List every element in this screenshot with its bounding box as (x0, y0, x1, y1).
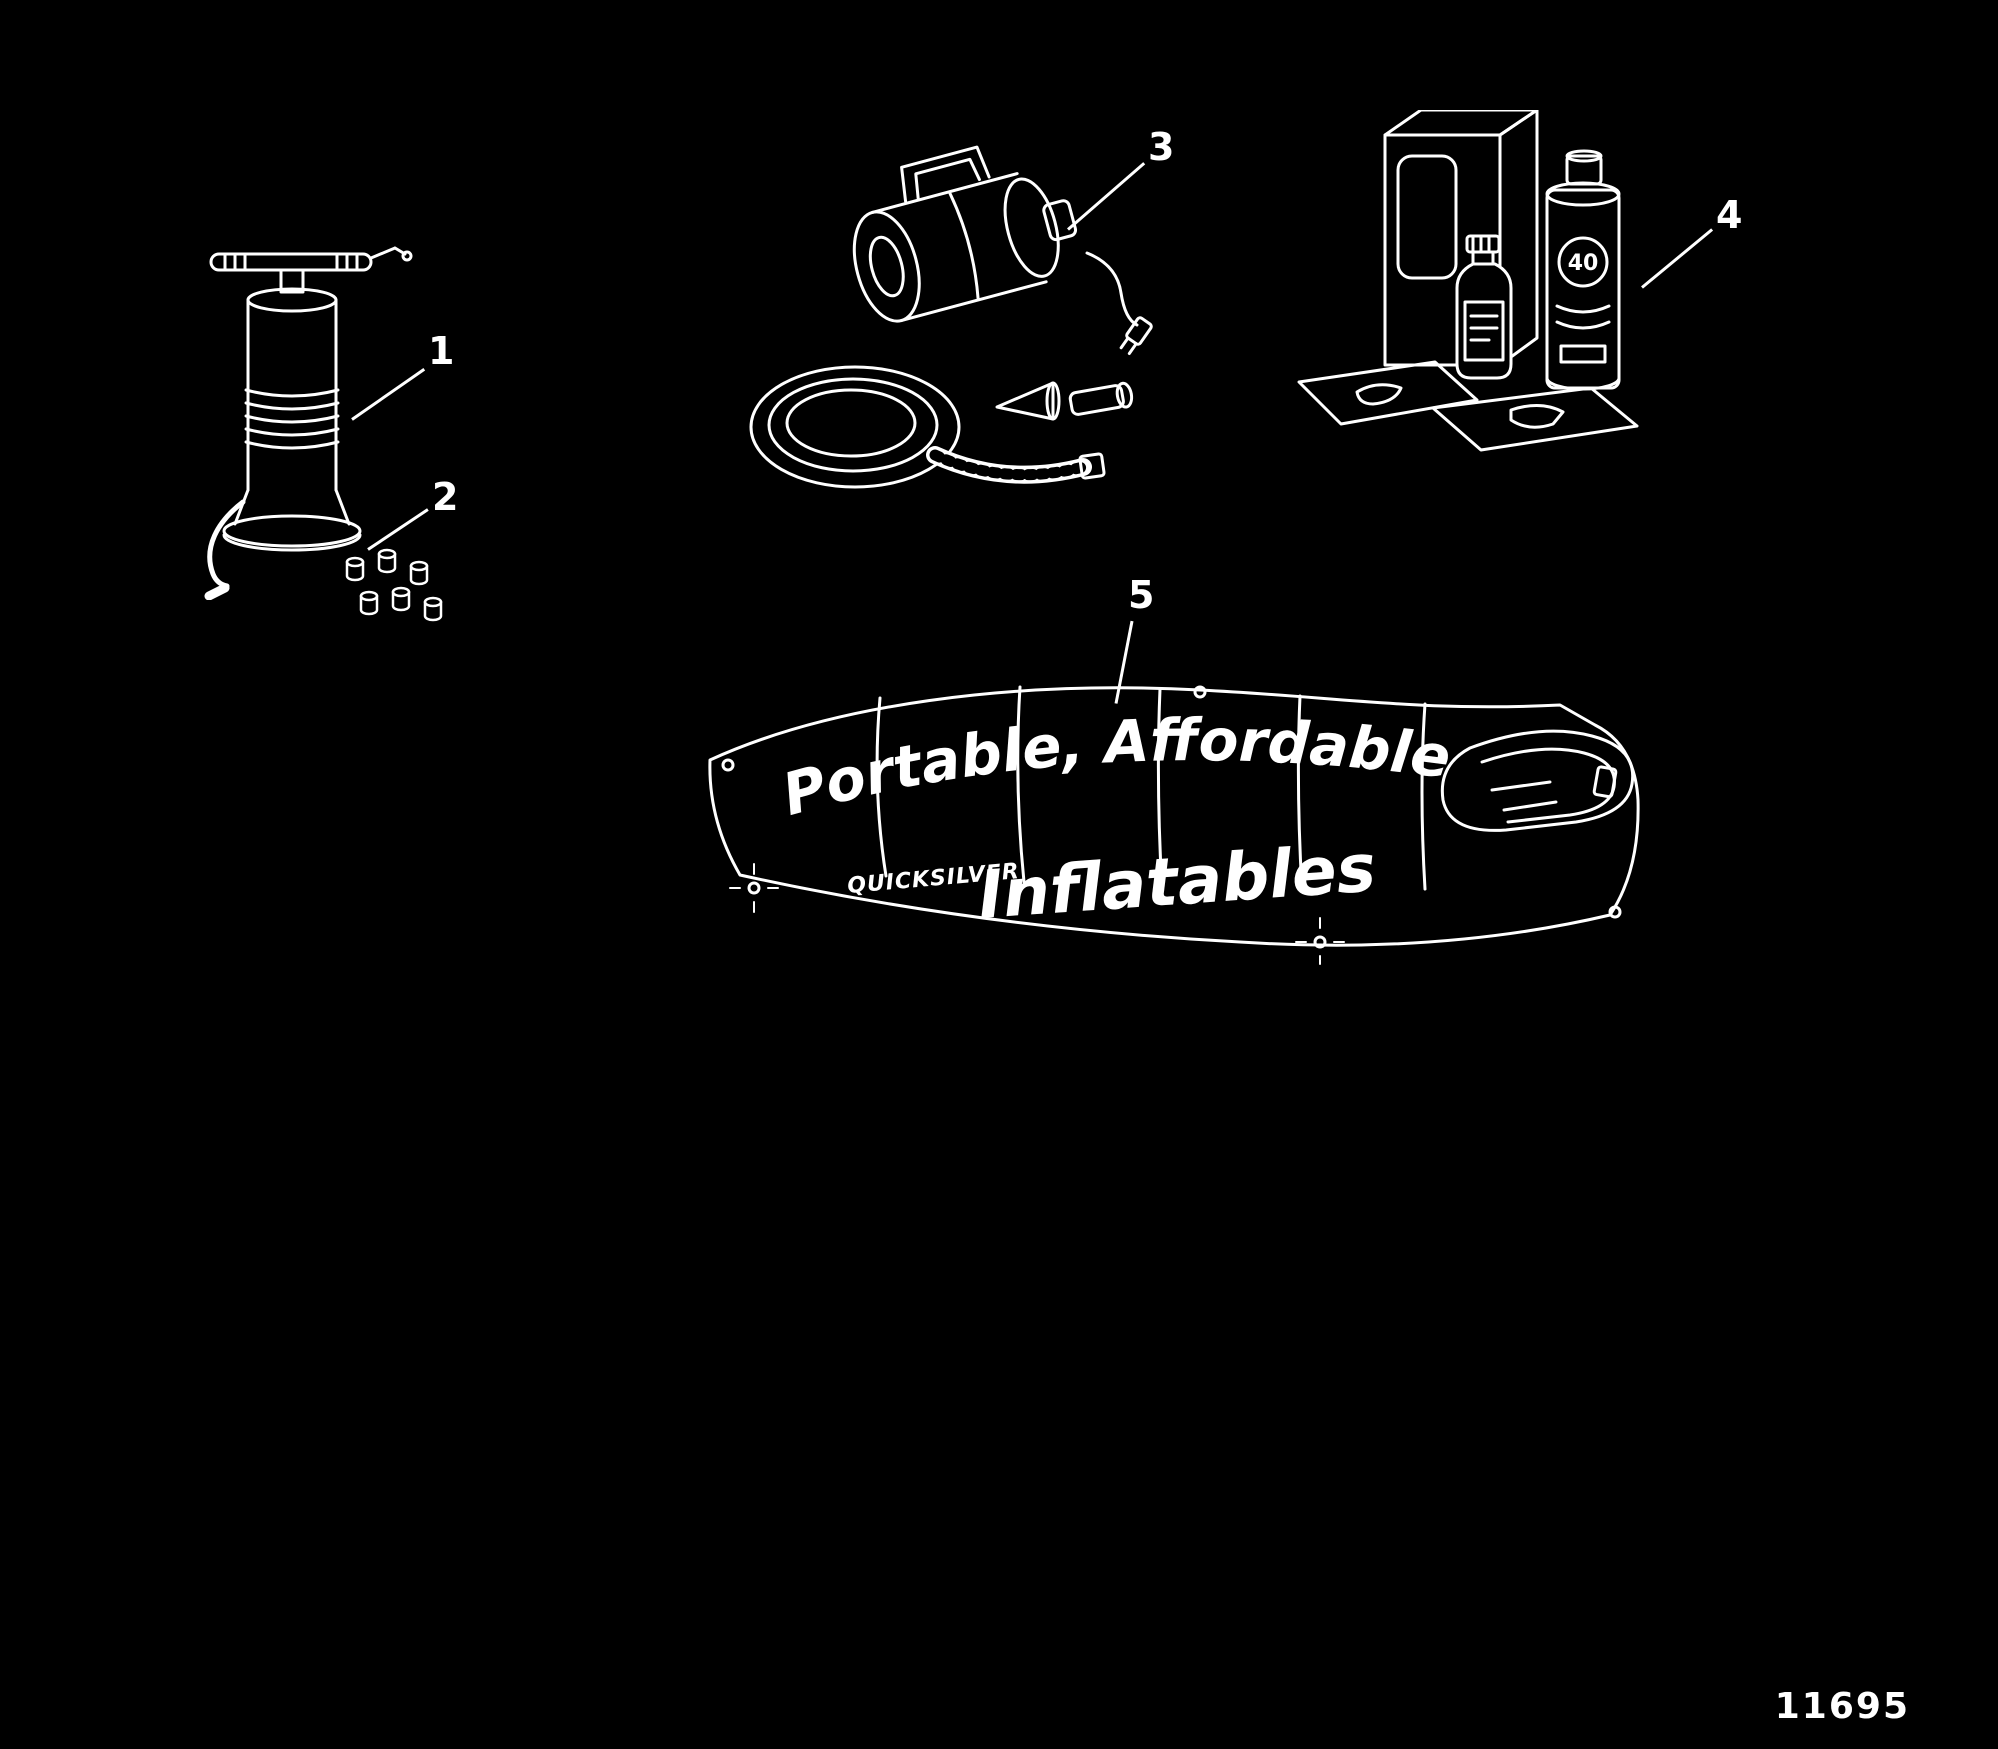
fitting (379, 550, 395, 572)
valve-fittings-illustration (335, 545, 465, 640)
fitting (411, 562, 427, 584)
hose-end (935, 454, 1104, 479)
pump-base (224, 490, 360, 550)
callout-5[interactable]: 5 (1128, 573, 1155, 617)
banner-subheadline: Inflatables (976, 829, 1378, 934)
callout-1[interactable]: 1 (428, 329, 455, 373)
callout-4[interactable]: 4 (1716, 193, 1743, 237)
fitting (361, 592, 377, 614)
patch-sheets (1299, 362, 1637, 450)
inflatable-boat-sketch (1442, 731, 1632, 830)
drawing-number: 11695 (1774, 1686, 1910, 1727)
spray-can: 40 (1547, 151, 1619, 389)
hand-pump-illustration (195, 240, 435, 600)
banner-illustration: Portable, Affordable QUICKSILVER Inflata… (680, 650, 1670, 990)
coiled-hose (751, 367, 959, 487)
pump-body (246, 270, 338, 490)
fitting (393, 588, 409, 610)
electric-inflator-illustration (735, 135, 1165, 535)
power-cord (1087, 253, 1152, 355)
fitting (425, 598, 441, 620)
pump-hose (209, 502, 243, 596)
fitting (347, 558, 363, 580)
banner-outline (710, 687, 1638, 945)
can-label: 40 (1568, 251, 1599, 276)
repair-kit-illustration: 40 (1285, 110, 1685, 480)
pump-handle (211, 248, 411, 270)
glue-bottle (1457, 236, 1511, 378)
callout-2[interactable]: 2 (432, 475, 459, 519)
banner-grommets (723, 687, 1620, 964)
inflator-motor (834, 135, 1087, 328)
callout-3[interactable]: 3 (1148, 125, 1175, 169)
nozzle-adapters (997, 382, 1133, 419)
